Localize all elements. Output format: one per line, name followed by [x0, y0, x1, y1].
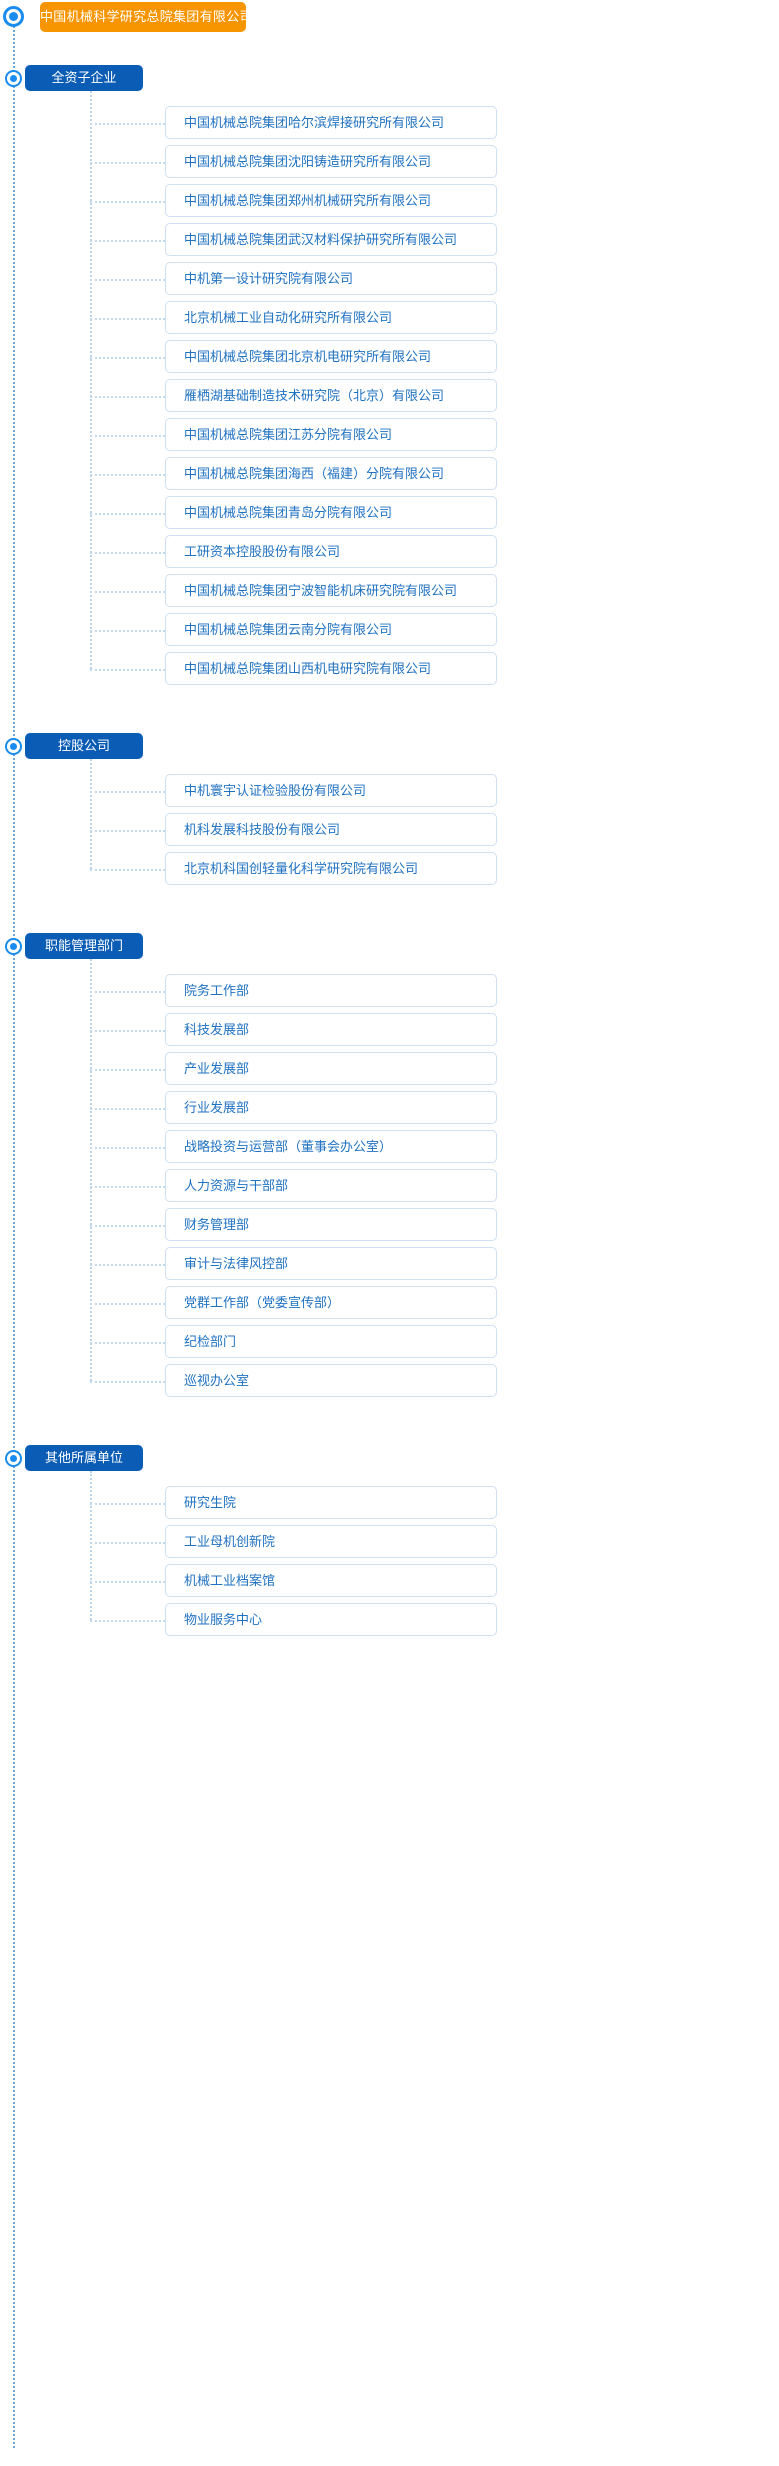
org-item[interactable]: 物业服务中心 [165, 1603, 497, 1636]
branch-line-3 [90, 959, 92, 1381]
org-item[interactable]: 工业母机创新院 [165, 1525, 497, 1558]
item-connector [90, 1502, 165, 1505]
item-connector [90, 829, 165, 832]
org-item[interactable]: 中国机械总院集团江苏分院有限公司 [165, 418, 497, 451]
org-item[interactable]: 院务工作部 [165, 974, 497, 1007]
org-item[interactable]: 审计与法律风控部 [165, 1247, 497, 1280]
section-node-marker-icon [5, 937, 22, 955]
item-connector [90, 239, 165, 242]
org-item[interactable]: 中国机械总院集团海西（福建）分院有限公司 [165, 457, 497, 490]
item-connector [90, 434, 165, 437]
item-connector [90, 1580, 165, 1583]
branch-line-2 [90, 759, 92, 869]
org-item[interactable]: 中国机械总院集团沈阳铸造研究所有限公司 [165, 145, 497, 178]
org-item[interactable]: 机械工业档案馆 [165, 1564, 497, 1597]
item-connector [90, 868, 165, 871]
item-connector [90, 161, 165, 164]
item-connector [90, 990, 165, 993]
org-item[interactable]: 科技发展部 [165, 1013, 497, 1046]
section-header-1[interactable]: 全资子企业 [25, 65, 143, 91]
section-header-3[interactable]: 职能管理部门 [25, 933, 143, 959]
root-node[interactable]: 中国机械科学研究总院集团有限公司 [40, 2, 253, 32]
item-connector [90, 1341, 165, 1344]
org-item[interactable]: 机科发展科技股份有限公司 [165, 813, 497, 846]
org-item[interactable]: 财务管理部 [165, 1208, 497, 1241]
section-node-marker-icon [5, 69, 22, 87]
item-connector [90, 1541, 165, 1544]
item-connector [90, 1029, 165, 1032]
item-connector [90, 1224, 165, 1227]
org-item[interactable]: 产业发展部 [165, 1052, 497, 1085]
org-item[interactable]: 行业发展部 [165, 1091, 497, 1124]
org-item[interactable]: 战略投资与运营部（董事会办公室） [165, 1130, 497, 1163]
org-item[interactable]: 中国机械总院集团云南分院有限公司 [165, 613, 497, 646]
org-item[interactable]: 巡视办公室 [165, 1364, 497, 1397]
item-connector [90, 512, 165, 515]
org-item[interactable]: 研究生院 [165, 1486, 497, 1519]
item-connector [90, 395, 165, 398]
item-connector [90, 1619, 165, 1622]
org-item[interactable]: 党群工作部（党委宣传部） [165, 1286, 497, 1319]
item-connector [90, 317, 165, 320]
org-item[interactable]: 北京机科国创轻量化科学研究院有限公司 [165, 852, 497, 885]
org-item[interactable]: 中机第一设计研究院有限公司 [165, 262, 497, 295]
section-header-2[interactable]: 控股公司 [25, 733, 143, 759]
branch-line-1 [90, 91, 92, 669]
org-item[interactable]: 中国机械总院集团宁波智能机床研究院有限公司 [165, 574, 497, 607]
item-connector [90, 551, 165, 554]
org-item[interactable]: 北京机械工业自动化研究所有限公司 [165, 301, 497, 334]
item-connector [90, 1263, 165, 1266]
org-item[interactable]: 中机寰宇认证检验股份有限公司 [165, 774, 497, 807]
item-connector [90, 473, 165, 476]
org-item[interactable]: 中国机械总院集团哈尔滨焊接研究所有限公司 [165, 106, 497, 139]
item-connector [90, 356, 165, 359]
item-connector [90, 629, 165, 632]
org-item[interactable]: 中国机械总院集团青岛分院有限公司 [165, 496, 497, 529]
org-item[interactable]: 人力资源与干部部 [165, 1169, 497, 1202]
section-node-marker-icon [5, 737, 22, 755]
item-connector [90, 790, 165, 793]
item-connector [90, 1107, 165, 1110]
main-trunk-line [13, 18, 15, 2448]
item-connector [90, 278, 165, 281]
section-node-marker-icon [5, 1449, 22, 1467]
org-item[interactable]: 纪检部门 [165, 1325, 497, 1358]
item-connector [90, 1146, 165, 1149]
item-connector [90, 200, 165, 203]
org-item[interactable]: 中国机械总院集团郑州机械研究所有限公司 [165, 184, 497, 217]
branch-line-4 [90, 1471, 92, 1620]
section-header-4[interactable]: 其他所属单位 [25, 1445, 143, 1471]
item-connector [90, 1185, 165, 1188]
org-item[interactable]: 雁栖湖基础制造技术研究院（北京）有限公司 [165, 379, 497, 412]
item-connector [90, 1068, 165, 1071]
item-connector [90, 122, 165, 125]
item-connector [90, 1302, 165, 1305]
root-node-marker-icon [3, 6, 24, 27]
org-item[interactable]: 工研资本控股股份有限公司 [165, 535, 497, 568]
org-item[interactable]: 中国机械总院集团山西机电研究院有限公司 [165, 652, 497, 685]
item-connector [90, 590, 165, 593]
item-connector [90, 1380, 165, 1383]
org-item[interactable]: 中国机械总院集团武汉材料保护研究所有限公司 [165, 223, 497, 256]
item-connector [90, 668, 165, 671]
org-item[interactable]: 中国机械总院集团北京机电研究所有限公司 [165, 340, 497, 373]
